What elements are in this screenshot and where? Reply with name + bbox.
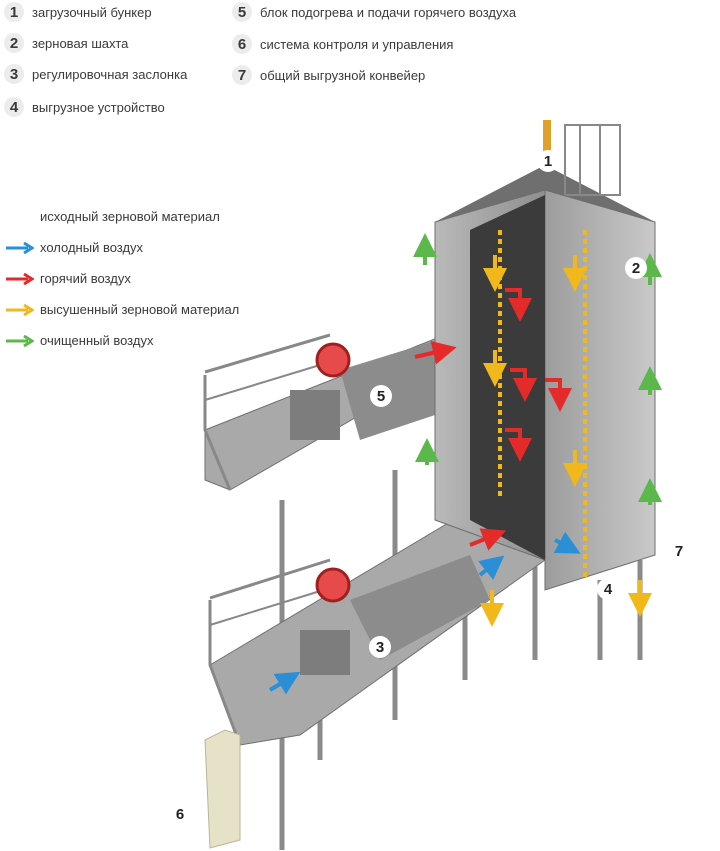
flow-legend-raw-grain: исходный зерновой материал [4,209,220,224]
callout-6-label: 6 [176,806,184,823]
legend-number-badge: 3 [4,64,24,84]
legend-item-6: 6 система контроля и управления [232,34,453,54]
legend-item-3: 3 регулировочная заслонка [4,64,187,84]
flow-legend-dried-grain: высушенный зерновой материал [4,302,239,317]
legend-label: выгрузное устройство [32,99,165,115]
legend-item-7: 7 общий выгрузной конвейер [232,65,425,85]
green-arrow-icon [6,334,34,347]
callout-1: 1 [537,150,559,172]
legend-number-badge: 7 [232,65,252,85]
flow-legend-cold-air: холодный воздух [4,240,143,255]
legend-item-1: 1 загрузочный бункер [4,2,152,22]
legend-label: общий выгрузной конвейер [260,67,426,83]
flow-legend-hot-air: горячий воздух [4,271,131,286]
legend-item-5: 5 блок подогрева и подачи горячего возду… [232,2,516,22]
callout-7-label: 7 [675,543,683,560]
blue-arrow-icon [6,241,34,254]
callout-1-label: 1 [544,153,552,170]
legend-number-badge: 1 [4,2,24,22]
flow-label: горячий воздух [40,271,131,286]
legend-number-badge: 5 [232,2,252,22]
legend-label: зерновая шахта [32,35,129,51]
legend-label: регулировочная заслонка [32,66,188,82]
callout-6: 6 [169,803,191,825]
legend-number-badge: 2 [4,33,24,53]
legend-item-2: 2 зерновая шахта [4,33,128,53]
flow-label: очищенный воздух [40,333,154,348]
yellow-arrow-icon [6,303,34,316]
callout-3-label: 3 [376,639,384,656]
legend-label: блок подогрева и подачи горячего воздуха [260,4,517,20]
grain-tower [434,189,656,591]
legend-label: система контроля и управления [260,36,454,52]
flow-label: исходный зерновой материал [40,209,220,224]
flow-legend-clean-air: очищенный воздух [4,333,153,348]
callouts: 1 2 3 4 5 6 7 [169,150,690,825]
red-arrow-icon [6,272,34,285]
callout-2: 2 [625,257,647,279]
legend-label: загрузочный бункер [32,4,152,20]
legend-number-badge: 4 [4,97,24,117]
callout-3: 3 [369,636,391,658]
legend-item-4: 4 выгрузное устройство [4,97,165,117]
raw-grain-arrow-icon [4,210,34,224]
legend-number-badge: 6 [232,34,252,54]
callout-4-label: 4 [604,581,613,598]
flow-label: холодный воздух [40,240,144,255]
callout-5-label: 5 [377,388,385,405]
callout-4: 4 [597,578,619,600]
control-cabinet [204,729,241,849]
flow-arrows [268,230,662,695]
callout-7: 7 [668,540,690,562]
callout-2-label: 2 [632,260,640,277]
callout-5: 5 [370,385,392,407]
flow-label: высушенный зерновой материал [40,302,240,317]
